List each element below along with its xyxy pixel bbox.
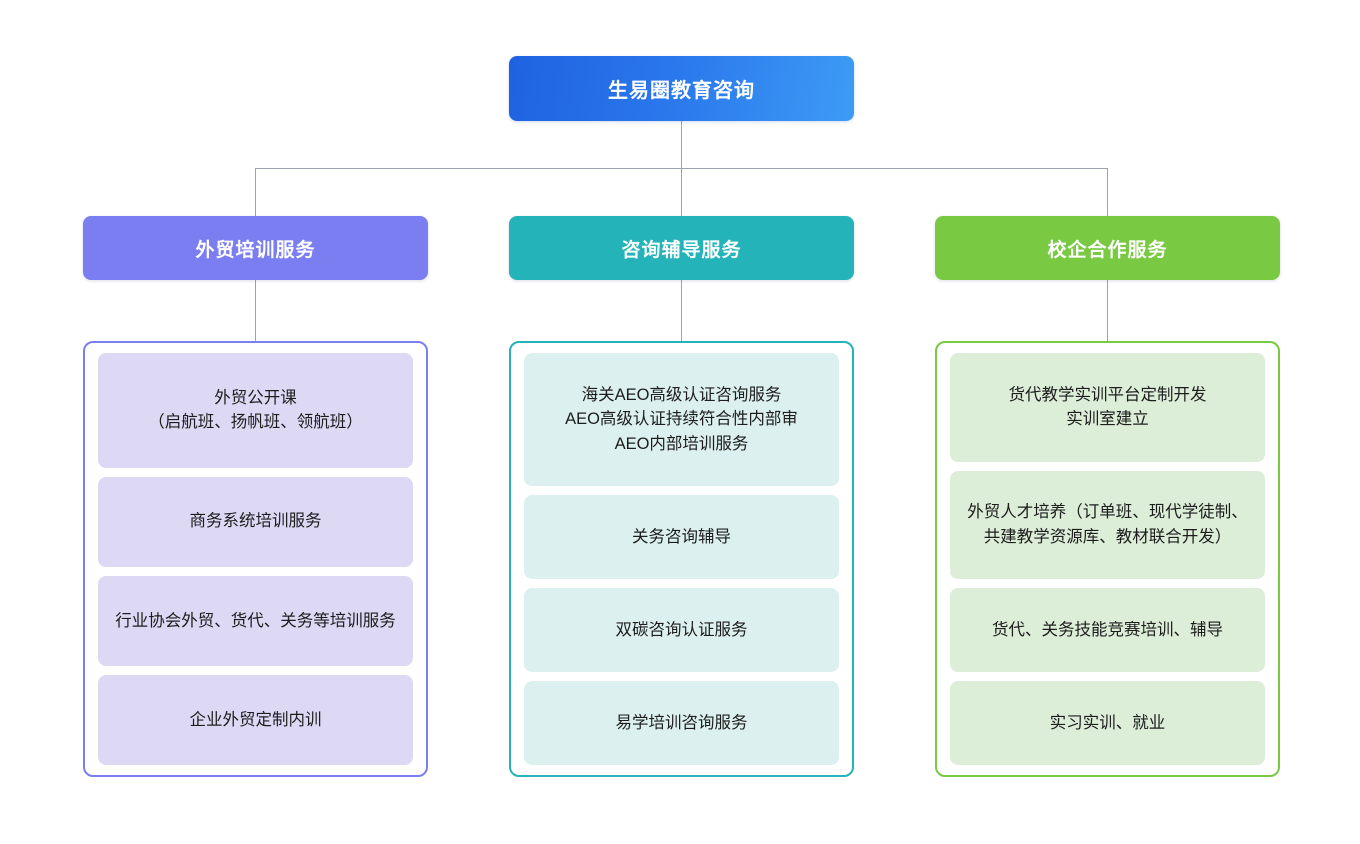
branch-column-1: 外贸培训服务 外贸公开课 （启航班、扬帆班、领航班） 商务系统培训服务 行业协会… [83, 216, 428, 777]
connector-root-stem [681, 121, 682, 168]
branch-header-3-label: 校企合作服务 [1047, 239, 1168, 261]
item-card[interactable]: 外贸公开课 （启航班、扬帆班、领航班） [98, 353, 413, 468]
connector-drop-branch-1 [255, 168, 256, 216]
root-node-label: 生易圈教育咨询 [608, 80, 755, 102]
branch-header-2[interactable]: 咨询辅导服务 [509, 216, 854, 280]
item-card[interactable]: 商务系统培训服务 [98, 476, 413, 567]
branch-header-2-label: 咨询辅导服务 [621, 239, 742, 261]
root-node[interactable]: 生易圈教育咨询 [509, 56, 854, 121]
connector-branch-3-to-items [1107, 280, 1108, 341]
branch-header-1-label: 外贸培训服务 [195, 239, 316, 261]
branch-items-container-3: 货代教学实训平台定制开发 实训室建立 外贸人才培养（订单班、现代学徒制、共建教学… [935, 341, 1280, 777]
connector-branch-1-to-items [255, 280, 256, 341]
connector-horizontal-bus [255, 168, 1108, 169]
branch-header-3[interactable]: 校企合作服务 [935, 216, 1280, 280]
item-card[interactable]: 海关AEO高级认证咨询服务 AEO高级认证持续符合性内部审 AEO内部培训服务 [524, 353, 839, 487]
item-card[interactable]: 企业外贸定制内训 [98, 674, 413, 765]
connector-drop-branch-2 [681, 168, 682, 216]
item-card[interactable]: 货代、关务技能竞赛培训、辅导 [950, 588, 1265, 673]
branch-column-2: 咨询辅导服务 海关AEO高级认证咨询服务 AEO高级认证持续符合性内部审 AEO… [509, 216, 854, 777]
item-card[interactable]: 易学培训咨询服务 [524, 681, 839, 765]
item-card[interactable]: 外贸人才培养（订单班、现代学徒制、共建教学资源库、教材联合开发） [950, 470, 1265, 580]
item-card[interactable]: 货代教学实训平台定制开发 实训室建立 [950, 353, 1265, 462]
branch-column-3: 校企合作服务 货代教学实训平台定制开发 实训室建立 外贸人才培养（订单班、现代学… [935, 216, 1280, 777]
branch-header-1[interactable]: 外贸培训服务 [83, 216, 428, 280]
branch-items-container-2: 海关AEO高级认证咨询服务 AEO高级认证持续符合性内部审 AEO内部培训服务 … [509, 341, 854, 777]
item-card[interactable]: 行业协会外贸、货代、关务等培训服务 [98, 575, 413, 666]
connector-branch-2-to-items [681, 280, 682, 341]
branch-items-container-1: 外贸公开课 （启航班、扬帆班、领航班） 商务系统培训服务 行业协会外贸、货代、关… [83, 341, 428, 777]
connector-drop-branch-3 [1107, 168, 1108, 216]
item-card[interactable]: 双碳咨询认证服务 [524, 588, 839, 673]
item-card[interactable]: 实习实训、就业 [950, 681, 1265, 765]
item-card[interactable]: 关务咨询辅导 [524, 495, 839, 580]
